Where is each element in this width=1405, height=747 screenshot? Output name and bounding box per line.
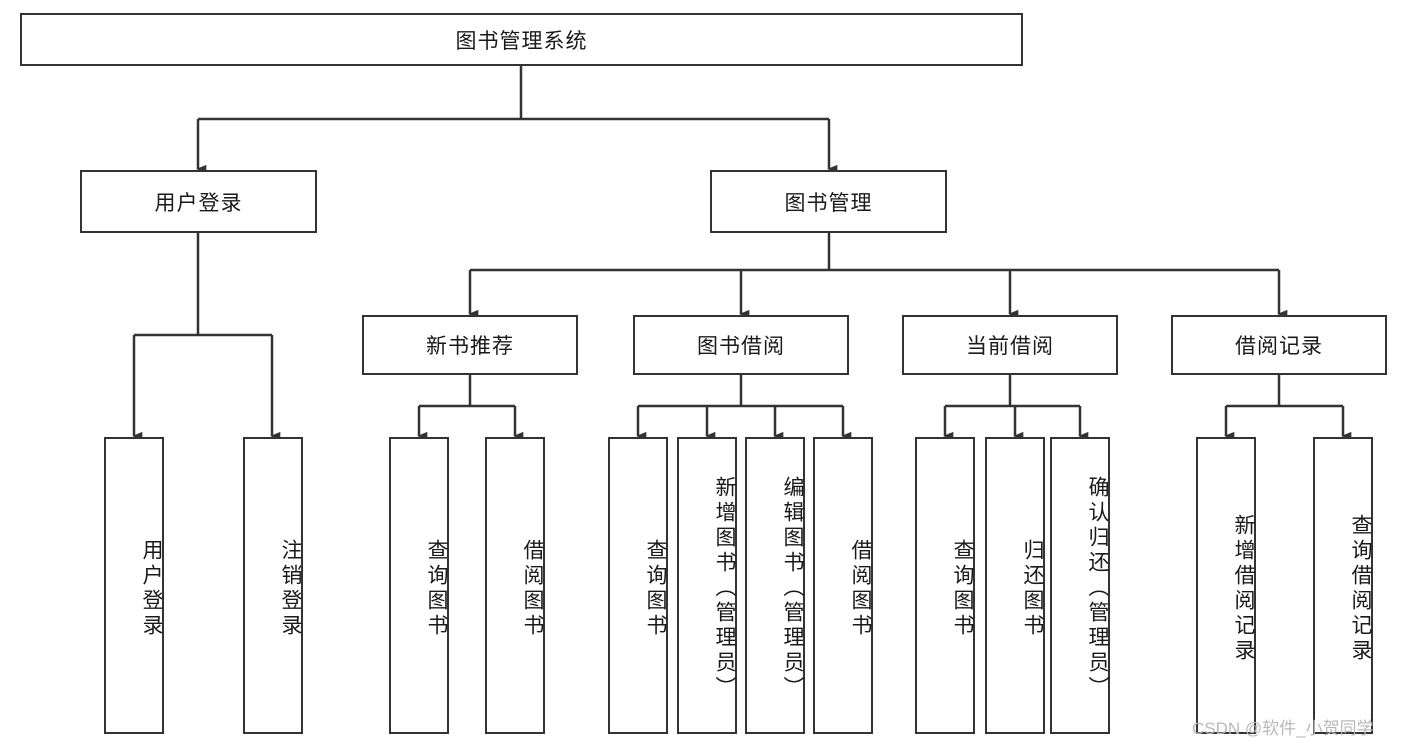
node-label: 图书管理 (784, 191, 873, 215)
node-leaf-query-book-3[interactable]: 查询图书 (915, 437, 975, 734)
node-label: 确认归还（管理员） (1086, 476, 1109, 701)
node-leaf-confirm-return[interactable]: 确认归还（管理员） (1050, 437, 1110, 734)
node-root[interactable]: 图书管理系统 (20, 13, 1023, 66)
node-label: 借阅图书 (521, 538, 544, 639)
node-label: 查询图书 (951, 538, 974, 639)
node-current-borrow[interactable]: 当前借阅 (902, 315, 1118, 375)
node-label: 借阅记录 (1235, 335, 1323, 358)
node-leaf-user-logout[interactable]: 注销登录 (243, 437, 303, 734)
node-new-book-recommend[interactable]: 新书推荐 (362, 315, 578, 375)
node-label: 新书推荐 (426, 335, 514, 358)
node-borrow-record[interactable]: 借阅记录 (1171, 315, 1387, 375)
node-leaf-return-book[interactable]: 归还图书 (985, 437, 1045, 734)
node-label: 借阅图书 (849, 538, 872, 639)
node-leaf-query-book-1[interactable]: 查询图书 (389, 437, 449, 734)
node-label: 图书借阅 (697, 335, 785, 358)
node-leaf-add-book[interactable]: 新增图书（管理员） (677, 437, 737, 734)
node-label: 图书管理系统 (455, 29, 588, 53)
node-leaf-user-login[interactable]: 用户登录 (104, 437, 164, 734)
node-label: 查询图书 (644, 538, 667, 639)
node-book-manage[interactable]: 图书管理 (710, 170, 947, 233)
node-label: 查询借阅记录 (1349, 513, 1372, 664)
node-label: 用户登录 (140, 538, 163, 639)
node-leaf-query-book-2[interactable]: 查询图书 (608, 437, 668, 734)
node-leaf-borrow-book-2[interactable]: 借阅图书 (813, 437, 873, 734)
node-label: 新增借阅记录 (1232, 513, 1255, 664)
node-book-borrow[interactable]: 图书借阅 (633, 315, 849, 375)
node-leaf-add-record[interactable]: 新增借阅记录 (1196, 437, 1256, 734)
node-label: 查询图书 (425, 538, 448, 639)
node-label: 注销登录 (279, 538, 302, 639)
node-label: 编辑图书（管理员） (781, 476, 804, 701)
node-label: 新增图书（管理员） (713, 476, 736, 701)
node-label: 归还图书 (1021, 538, 1044, 639)
node-leaf-query-record[interactable]: 查询借阅记录 (1313, 437, 1373, 734)
node-label: 用户登录 (154, 191, 243, 215)
node-leaf-borrow-book-1[interactable]: 借阅图书 (485, 437, 545, 734)
node-user-login[interactable]: 用户登录 (80, 170, 317, 233)
node-leaf-edit-book[interactable]: 编辑图书（管理员） (745, 437, 805, 734)
node-label: 当前借阅 (966, 335, 1054, 358)
